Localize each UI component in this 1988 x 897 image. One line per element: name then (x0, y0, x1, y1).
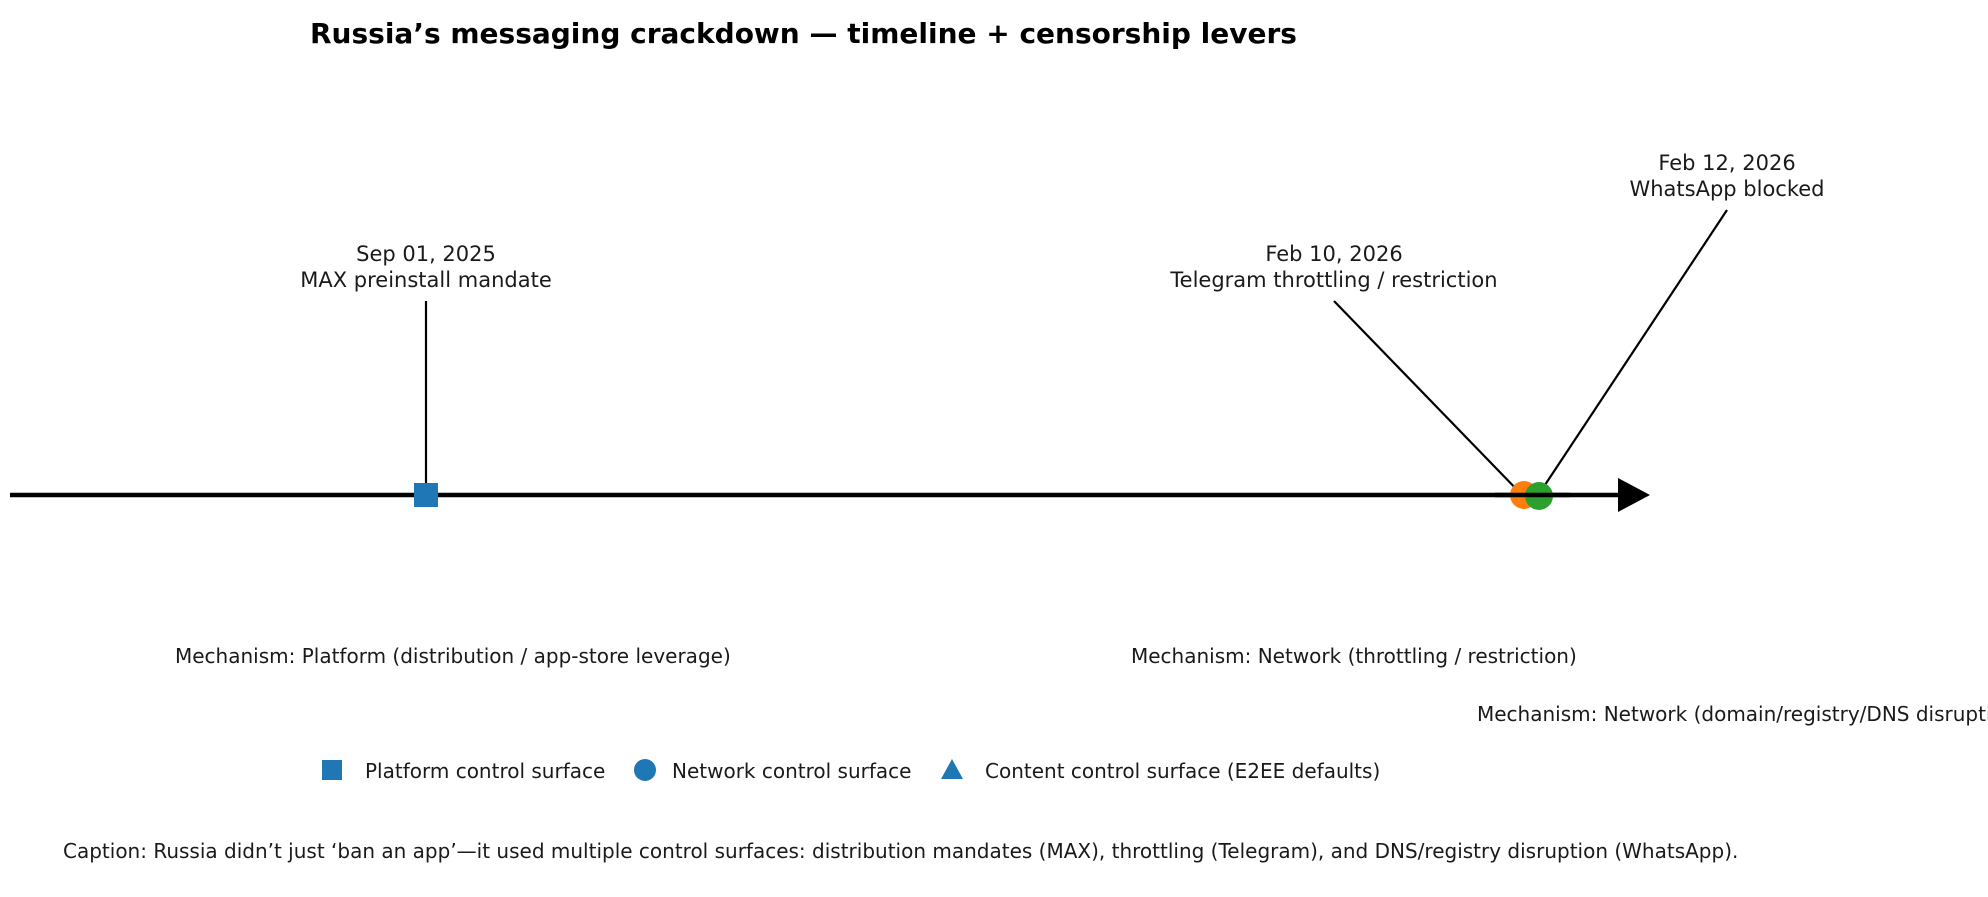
legend: Platform control surface Network control… (322, 759, 1380, 783)
legend-triangle-icon (941, 759, 963, 779)
timeline-axis-arrow-icon (1618, 478, 1650, 512)
legend-item-platform-label: Platform control surface (365, 759, 605, 783)
mechanism-label-network-dns: Mechanism: Network (domain/registry/DNS … (1477, 702, 1988, 726)
legend-item-content[interactable]: Content control surface (E2EE defaults) (941, 759, 1380, 783)
legend-item-network-label: Network control surface (672, 759, 911, 783)
legend-square-icon (322, 760, 342, 780)
legend-item-network[interactable]: Network control surface (634, 759, 911, 783)
annotation-telegram-label: Telegram throttling / restriction (1169, 268, 1497, 292)
annotation-telegram-date: Feb 10, 2026 (1265, 242, 1402, 266)
leader-line-whatsapp (1536, 209, 1728, 498)
figure-caption: Caption: Russia didn’t just ‘ban an app’… (63, 839, 1738, 863)
annotation-whatsapp-date: Feb 12, 2026 (1658, 151, 1795, 175)
marker-max-square[interactable] (414, 483, 438, 507)
legend-item-platform[interactable]: Platform control surface (322, 759, 605, 783)
legend-item-content-label: Content control surface (E2EE defaults) (985, 759, 1380, 783)
mechanism-label-platform: Mechanism: Platform (distribution / app-… (175, 644, 731, 668)
legend-circle-icon (634, 759, 656, 781)
annotation-whatsapp-label: WhatsApp blocked (1629, 177, 1824, 201)
leader-line-telegram (1333, 300, 1525, 498)
mechanism-label-network-throttle: Mechanism: Network (throttling / restric… (1131, 644, 1577, 668)
page-title: Russia’s messaging crackdown — timeline … (310, 17, 1297, 50)
annotation-max-date: Sep 01, 2025 (356, 242, 496, 266)
annotation-max-label: MAX preinstall mandate (300, 268, 552, 292)
